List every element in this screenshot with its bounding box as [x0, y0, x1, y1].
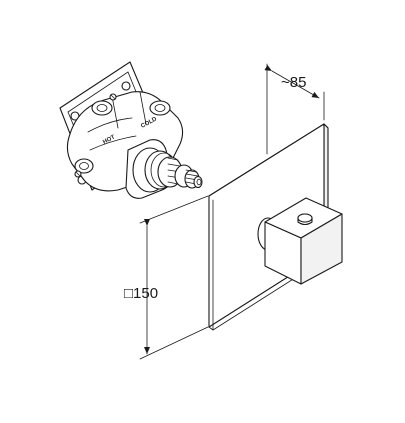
screw-hole-icon	[121, 81, 131, 91]
rough-in-valve: HOT COLD	[59, 61, 203, 199]
depth-dimension-label: ~85	[281, 74, 306, 91]
hot-label: HOT	[102, 134, 116, 145]
depth-dimension-line	[264, 64, 320, 99]
depth-dimension: ~85	[264, 63, 325, 155]
square-handle	[257, 197, 343, 285]
size-dimension: □150	[124, 195, 209, 360]
handle-side	[300, 213, 343, 285]
size-dimension-label: □150	[124, 285, 158, 302]
